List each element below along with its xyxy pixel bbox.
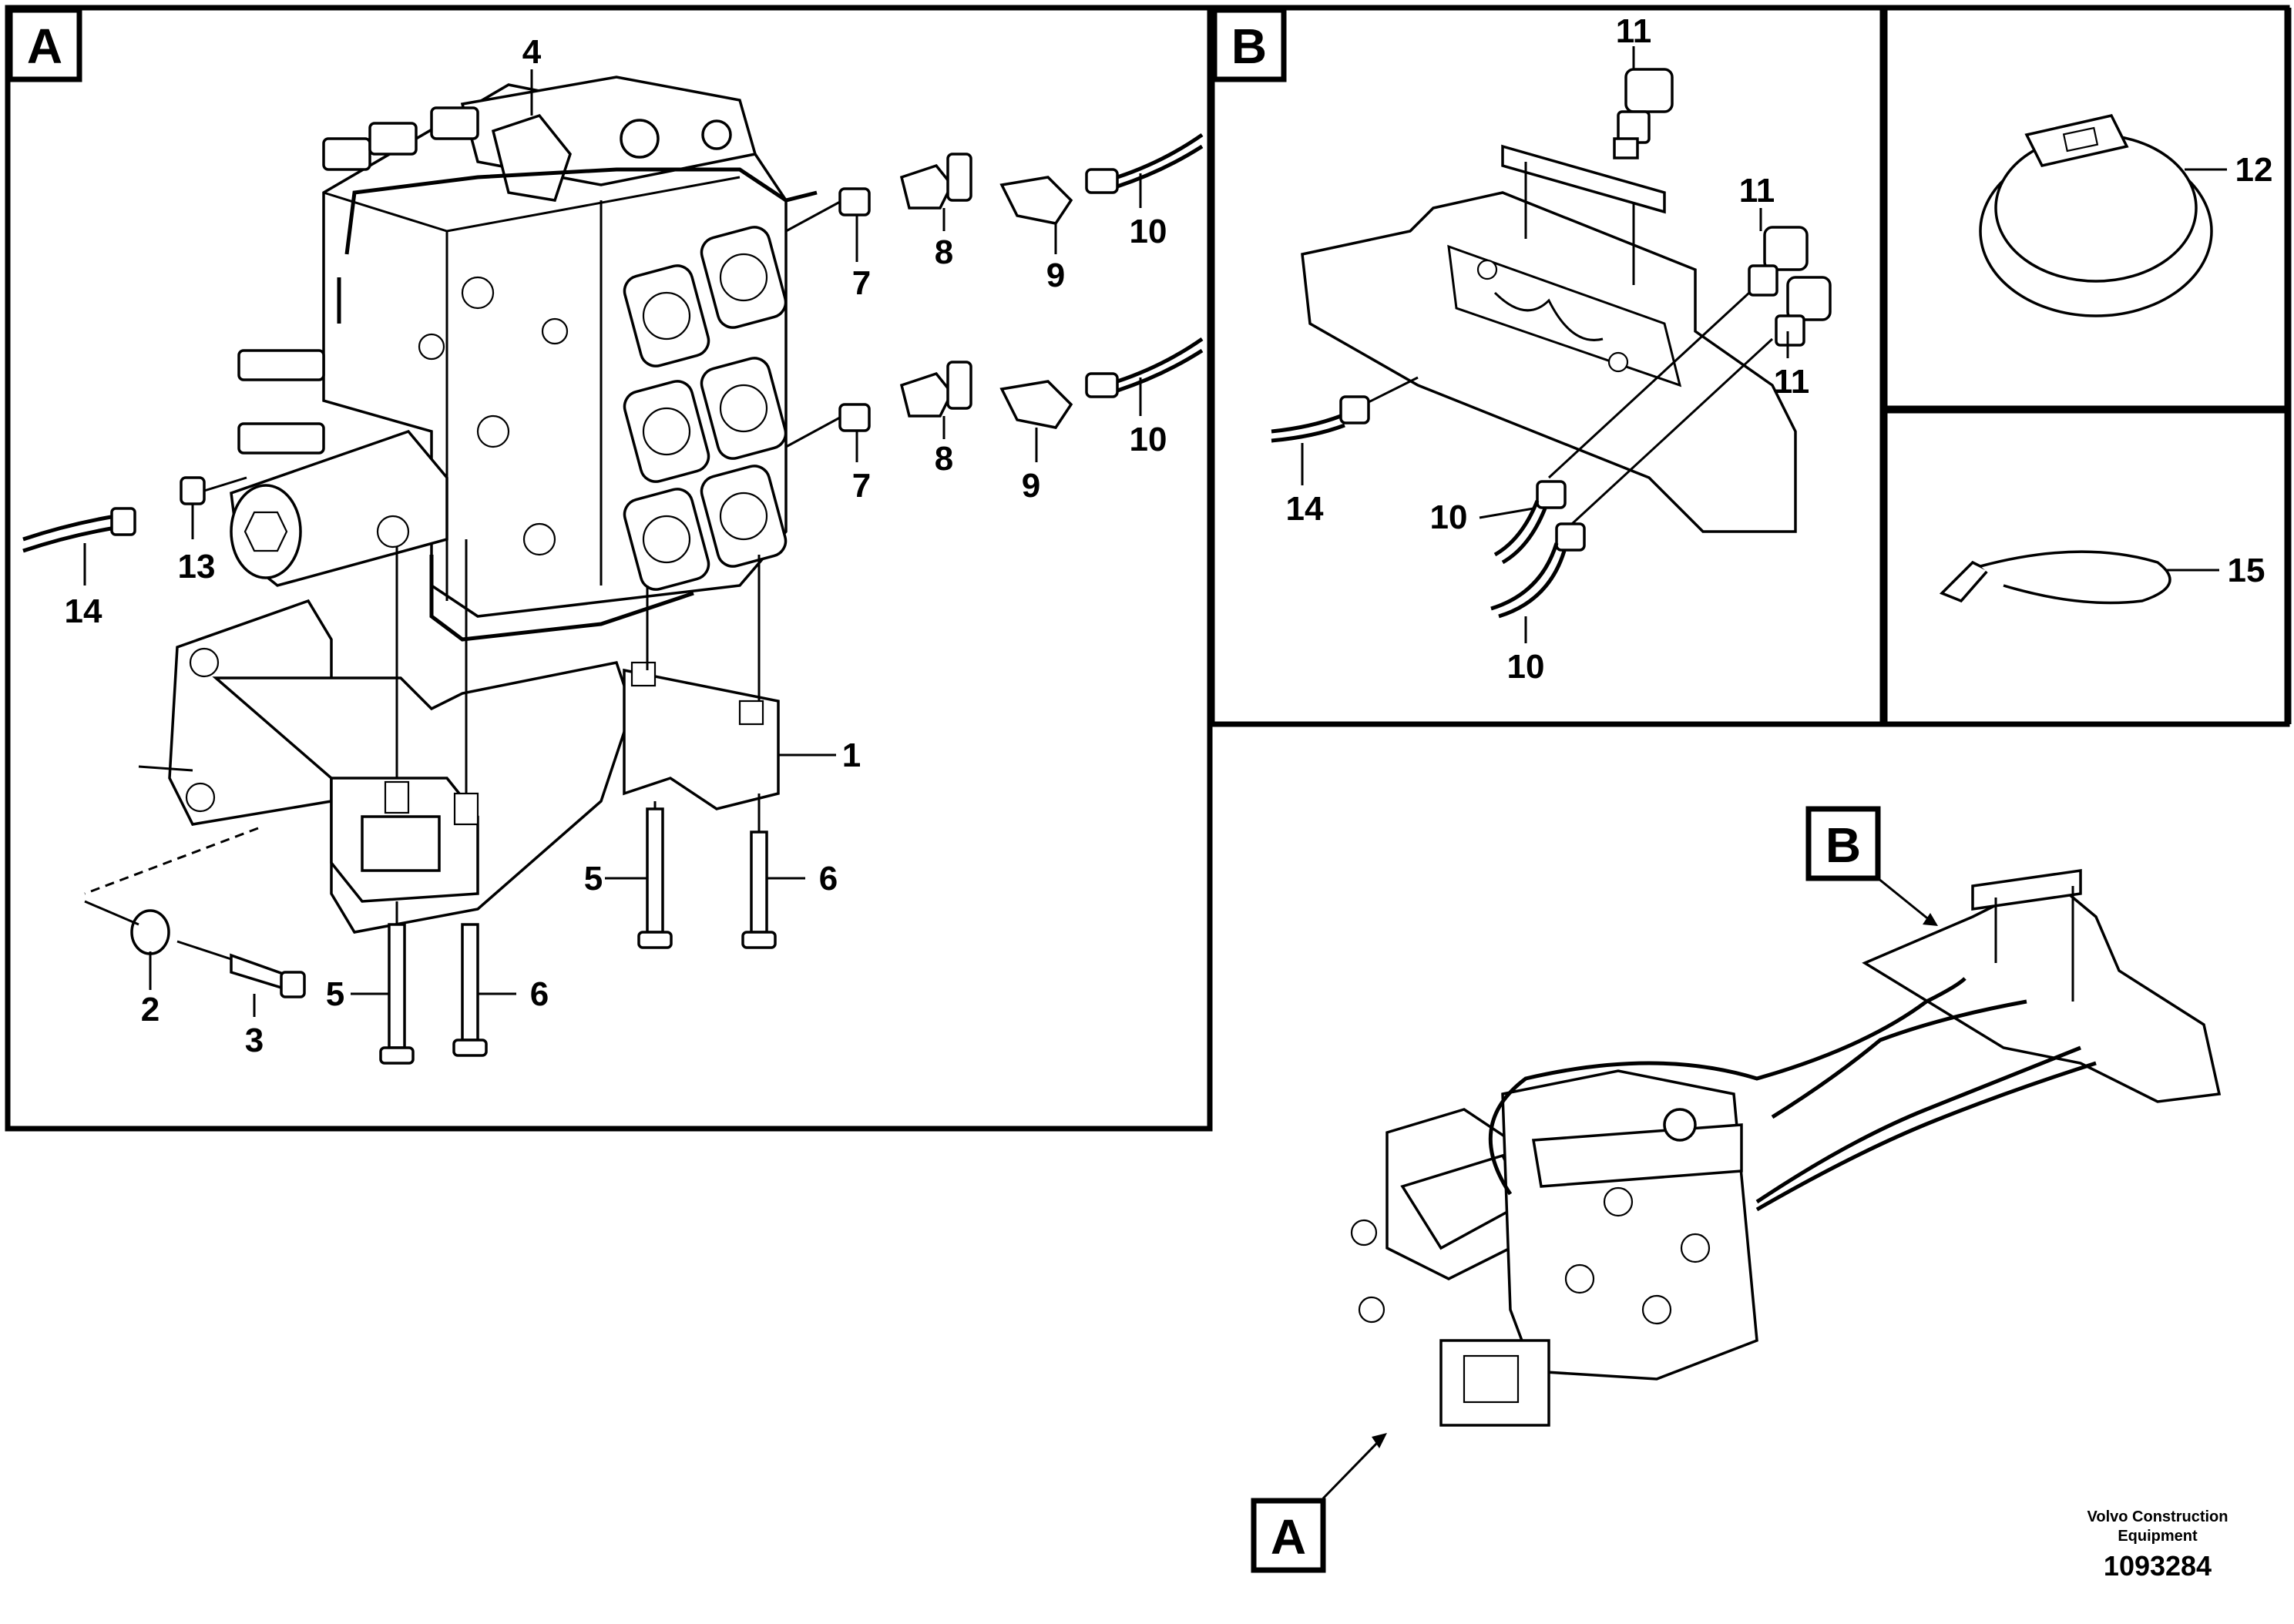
- footer-brand-line1: Volvo Construction: [2087, 1508, 2229, 1525]
- hose-10-b-b: [1490, 542, 1559, 611]
- callout-6-lower: 6: [530, 975, 549, 1013]
- callout-6-upper: 6: [819, 860, 838, 898]
- bolts: [379, 794, 777, 1065]
- overview-hose-2: [1771, 999, 2027, 1119]
- callout-5-lower: 5: [326, 975, 344, 1013]
- overview-hose-1: [1488, 977, 1967, 1196]
- adapter-7-lower: [838, 403, 871, 432]
- hose-10-upper: [1117, 133, 1204, 180]
- panel-b-letter: B: [1231, 18, 1267, 74]
- hose-end-10-upper: [1085, 168, 1119, 194]
- callout-5-upper: 5: [584, 860, 603, 898]
- pilot-tube-lower: [429, 555, 694, 642]
- sensor-bracket-drawing: [1271, 68, 1832, 619]
- callout-8-upper: 8: [935, 233, 953, 271]
- tee-8-lower: [899, 371, 954, 418]
- callout-numbers: 4 1 2 3 5 6 5 6 7 7 8 8 9 9 10 10 13 14 …: [65, 12, 2273, 1059]
- cable-tie-drawing: [1939, 550, 2219, 605]
- bolt-5-upper: [646, 807, 664, 934]
- callout-10-b-lower: 10: [1507, 648, 1545, 686]
- hose-10-b-a: [1493, 500, 1540, 557]
- mounting-bracket: [84, 539, 780, 934]
- adapter-7-upper: [838, 187, 871, 216]
- drawing-number: 1093284: [2104, 1550, 2212, 1582]
- callout-13: 13: [178, 548, 216, 586]
- elbow-9-lower: [999, 380, 1073, 429]
- callout-9-upper: 9: [1046, 257, 1065, 294]
- callout-14-b: 14: [1286, 490, 1324, 528]
- callout-10-upper: 10: [1130, 213, 1167, 250]
- overview-drawing: [1350, 868, 2222, 1427]
- leader-lines: [83, 46, 1789, 1017]
- callout-4: 4: [522, 33, 542, 71]
- hose-10-lower: [1117, 337, 1204, 384]
- overview-callout-a: A: [1251, 1433, 1387, 1573]
- screw-3-head: [280, 971, 306, 998]
- callout-10-lower: 10: [1130, 421, 1167, 458]
- footer-brand-line2: Equipment: [2118, 1528, 2198, 1545]
- pressure-sensor-low: [1775, 276, 1832, 347]
- cable-tie-strap: [1980, 550, 2171, 605]
- callout-11-low: 11: [1774, 363, 1810, 401]
- bracket-clamp-upper: [623, 668, 780, 810]
- callout-7-upper: 7: [852, 264, 871, 302]
- callout-12: 12: [2235, 151, 2273, 189]
- callout-1: 1: [842, 737, 861, 774]
- valve-4-cap: [491, 113, 572, 202]
- hose-end-14-b: [1339, 395, 1370, 424]
- callout-10-b-upper: 10: [1430, 498, 1468, 536]
- clamp-band-inner: [1994, 133, 2198, 283]
- overview-hose-3: [1755, 1045, 2081, 1204]
- panel-b-label: B: [1211, 7, 1287, 82]
- face-bolts: [376, 276, 569, 556]
- overview-callout-b-letter: B: [1825, 817, 1861, 873]
- panel-a-letter: A: [27, 18, 62, 74]
- fitting-13: [180, 476, 206, 505]
- panel-a-label: A: [7, 7, 82, 82]
- valve-assembly-drawing: [230, 75, 818, 642]
- overview-callout-a-letter: A: [1271, 1509, 1306, 1565]
- footer: Volvo Construction Equipment 1093284: [2087, 1508, 2229, 1582]
- hose-clamp-drawing: [1979, 113, 2227, 317]
- bolt-6-lower: [461, 923, 479, 1042]
- bolt-6-upper: [750, 830, 768, 934]
- port-flanges: [623, 226, 788, 591]
- bolt-5-lower: [388, 923, 406, 1049]
- cable-tie-head: [1939, 560, 1990, 603]
- callout-14-a: 14: [65, 592, 102, 630]
- callout-9-lower: 9: [1022, 467, 1040, 505]
- hose-end-10-b-lower: [1555, 522, 1586, 552]
- overview-callout-b: B: [1805, 806, 1938, 926]
- pressure-sensor-mid: [1748, 226, 1809, 297]
- panel-frames: [5, 5, 2292, 1132]
- callout-11-top: 11: [1616, 12, 1652, 50]
- tee-8-upper: [899, 163, 954, 210]
- hose-fittings-panel-a: [22, 133, 1204, 553]
- hose-14-b: [1271, 414, 1342, 434]
- bracket-plate: [1301, 191, 1797, 533]
- callout-7-lower: 7: [852, 467, 871, 505]
- pilot-tube-upper: [344, 167, 818, 255]
- hose-end-10-lower: [1085, 372, 1119, 398]
- hose-14-a: [22, 514, 116, 542]
- spacer-2: [130, 909, 170, 955]
- callout-15: 15: [2228, 552, 2265, 589]
- callout-11-mid: 11: [1739, 172, 1775, 210]
- bracket-strap: [1501, 144, 1666, 214]
- callout-8-lower: 8: [935, 440, 953, 478]
- callout-2: 2: [141, 991, 160, 1028]
- hose-end-10-b-upper: [1536, 480, 1567, 509]
- spacer-and-screw: [84, 900, 306, 998]
- pressure-sensor-top: [1613, 68, 1674, 159]
- bracket-pad: [361, 815, 441, 872]
- callout-3: 3: [245, 1022, 264, 1059]
- elbow-9-upper: [999, 176, 1073, 225]
- overview-valve-body: [1501, 1069, 1758, 1381]
